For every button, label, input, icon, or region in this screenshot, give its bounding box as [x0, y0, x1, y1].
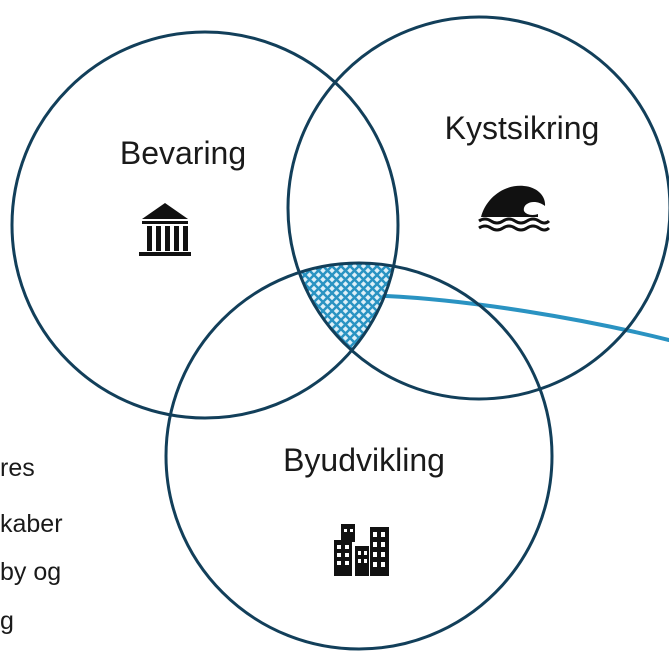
- side-text-line-4: g: [0, 607, 14, 635]
- label-bevaring: Bevaring: [120, 135, 246, 171]
- hatch-line: [438, 255, 548, 365]
- connector-line: [384, 294, 669, 342]
- hatch-line: [356, 263, 398, 366]
- hatch-line: [288, 263, 297, 366]
- hatch-line: [288, 263, 306, 366]
- hatch-line: [288, 263, 335, 366]
- side-text-line-1: res: [0, 454, 35, 482]
- label-kystsikring: Kystsikring: [445, 110, 600, 146]
- hatch-line: [288, 263, 344, 366]
- hatch-line: [311, 263, 398, 366]
- circle-bevaring: [10, 30, 400, 420]
- side-text-line-2: kaber: [0, 510, 63, 538]
- hatch-line: [447, 255, 557, 365]
- circle-kystsikring: [286, 15, 669, 401]
- hatch-line: [150, 255, 260, 365]
- side-text-line-3: by og: [0, 558, 62, 586]
- circle-byudvikling: [164, 261, 554, 651]
- hatch-line: [161, 255, 271, 365]
- hatch-line: [347, 263, 398, 366]
- hatch-line: [168, 255, 278, 365]
- hatch-line: [288, 263, 299, 366]
- hatch-line: [170, 255, 280, 365]
- hatch-line: [385, 263, 398, 366]
- hatch-line: [365, 263, 398, 366]
- hatch-line: [288, 263, 326, 366]
- hatch-line: [320, 263, 398, 366]
- hatch-line: [288, 263, 380, 366]
- city-buildings-icon: [334, 524, 389, 576]
- hatch-line: [383, 263, 398, 366]
- label-byudvikling: Byudvikling: [283, 442, 445, 478]
- hatch-line: [288, 263, 308, 366]
- wave-icon: [478, 185, 551, 232]
- hatch-line: [159, 255, 269, 365]
- hatch-line: [440, 255, 550, 365]
- hatch-line: [152, 255, 262, 365]
- museum-icon: [139, 203, 191, 256]
